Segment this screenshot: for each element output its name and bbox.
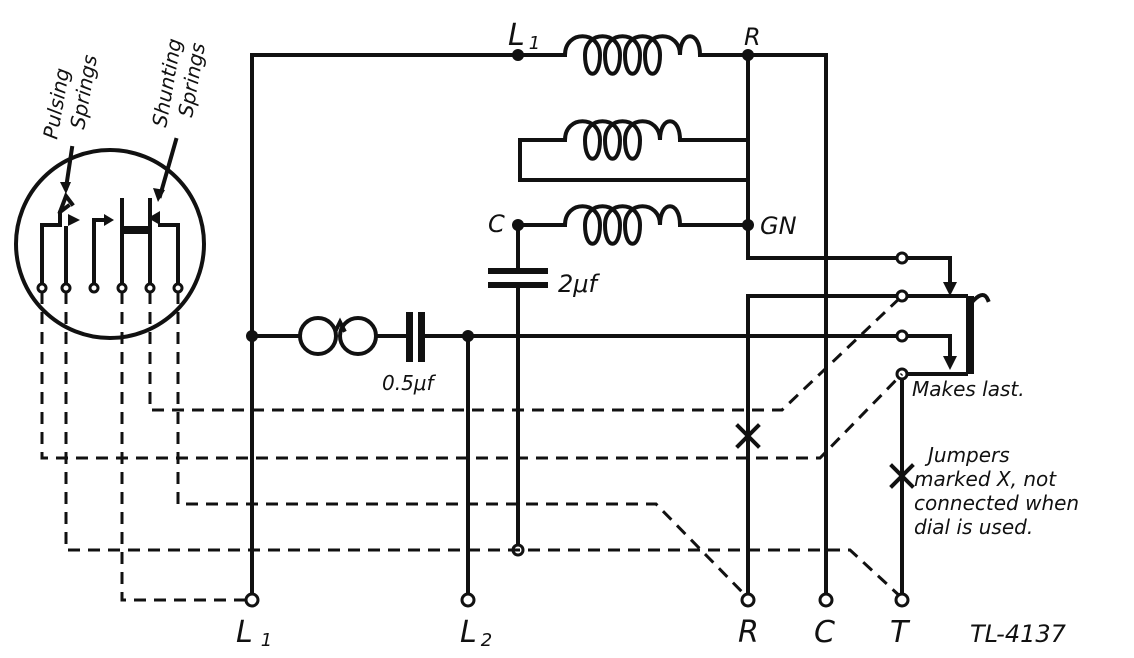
dash-spring2 [64, 292, 904, 600]
pulsing-spring-contact [57, 191, 75, 290]
cap-2uf-label: 2μf [558, 270, 601, 298]
coil-2 [563, 119, 682, 161]
cap-05uf-plate-left [406, 312, 413, 362]
junction-gn [742, 219, 754, 231]
junction-l1-top [512, 49, 524, 61]
cap-2uf-plate-bottom [488, 282, 548, 288]
receiver [298, 316, 378, 356]
note-jumpers-4: dial is used. [914, 515, 1033, 539]
terminal-label-l1-main: L [236, 615, 253, 650]
junction-l2 [462, 330, 474, 342]
terminal-label-l2-main: L [460, 615, 477, 650]
dial-spring-assembly: Pulsing Springs Shunting Springs [14, 37, 210, 340]
shunting-arrow [148, 211, 160, 225]
dash-spring1 [40, 292, 904, 460]
note-jumpers-3: connected when [914, 491, 1079, 515]
terminal-l2 [460, 592, 476, 608]
pulsing-pointer-head [60, 182, 71, 194]
dash-spring6 [176, 292, 750, 600]
node-label-gn: GN [760, 212, 797, 240]
wire-coil2-loop [518, 138, 750, 182]
wire-r-terminal [746, 294, 904, 600]
cap-2uf-plate-top [488, 268, 548, 274]
terminal-label-t: T [890, 615, 911, 650]
wire-gn-out [746, 223, 904, 260]
bottom-terminals [244, 592, 910, 608]
jumper-x-t [889, 463, 915, 489]
terminal-l1 [244, 592, 260, 608]
cap-05uf-label: 0.5μf [382, 371, 437, 395]
wire-top-right [698, 53, 828, 600]
node-label-c: C [488, 210, 505, 238]
shunting-pointer-head [153, 188, 165, 202]
note-jumpers-2: marked X, not [914, 467, 1057, 491]
circuit-wiring [246, 34, 991, 600]
spring-terminal-5 [144, 282, 156, 294]
switch-terminal-3 [895, 329, 909, 343]
dashed-connections [40, 292, 915, 602]
pulsing-arrow-1 [68, 214, 80, 226]
junction-c [512, 219, 524, 231]
coil-1 [563, 34, 702, 76]
coil-3 [563, 204, 682, 246]
switch-terminal-1 [895, 251, 909, 265]
cap-05uf-plate-right [418, 312, 425, 362]
note-makes-last: Makes last. [912, 377, 1025, 401]
shunting-spring-3 [158, 223, 180, 290]
node-label-r: R [744, 23, 761, 51]
terminal-label-c: C [814, 615, 835, 650]
spring-terminal-2 [60, 282, 72, 294]
shunting-pointer [157, 137, 179, 199]
terminal-c [818, 592, 834, 608]
dash-spring5 [148, 292, 904, 412]
note-jumpers-1: Jumpers [924, 443, 1010, 467]
pulsing-arrow-2 [104, 214, 114, 226]
spring-terminal-6 [172, 282, 184, 294]
terminal-t [894, 592, 910, 608]
jumper-x-r [735, 423, 761, 449]
junction-r [742, 49, 754, 61]
pulsing-label-line2: Springs [65, 53, 102, 131]
junction-l1-mid [246, 330, 258, 342]
dial-circle [14, 148, 206, 340]
terminal-label-l1-sub: 1 [261, 630, 272, 651]
dash-spring4 [120, 292, 252, 602]
terminal-label-r: R [738, 615, 759, 650]
spring-terminal-1 [36, 282, 48, 294]
spring-terminal-4 [116, 282, 128, 294]
node-label-l1-top-main: L [508, 18, 525, 53]
figure-id: TL-4137 [970, 620, 1067, 648]
pulsing-pointer [63, 145, 75, 191]
terminal-r [740, 592, 756, 608]
terminal-label-l2-sub: 2 [481, 630, 492, 651]
node-label-l1-top-sub: 1 [529, 33, 540, 54]
spring-terminal-3 [88, 282, 100, 294]
hook-switch [900, 256, 991, 376]
shunting-bar [122, 226, 150, 234]
pulsing-spring-right [92, 218, 108, 290]
